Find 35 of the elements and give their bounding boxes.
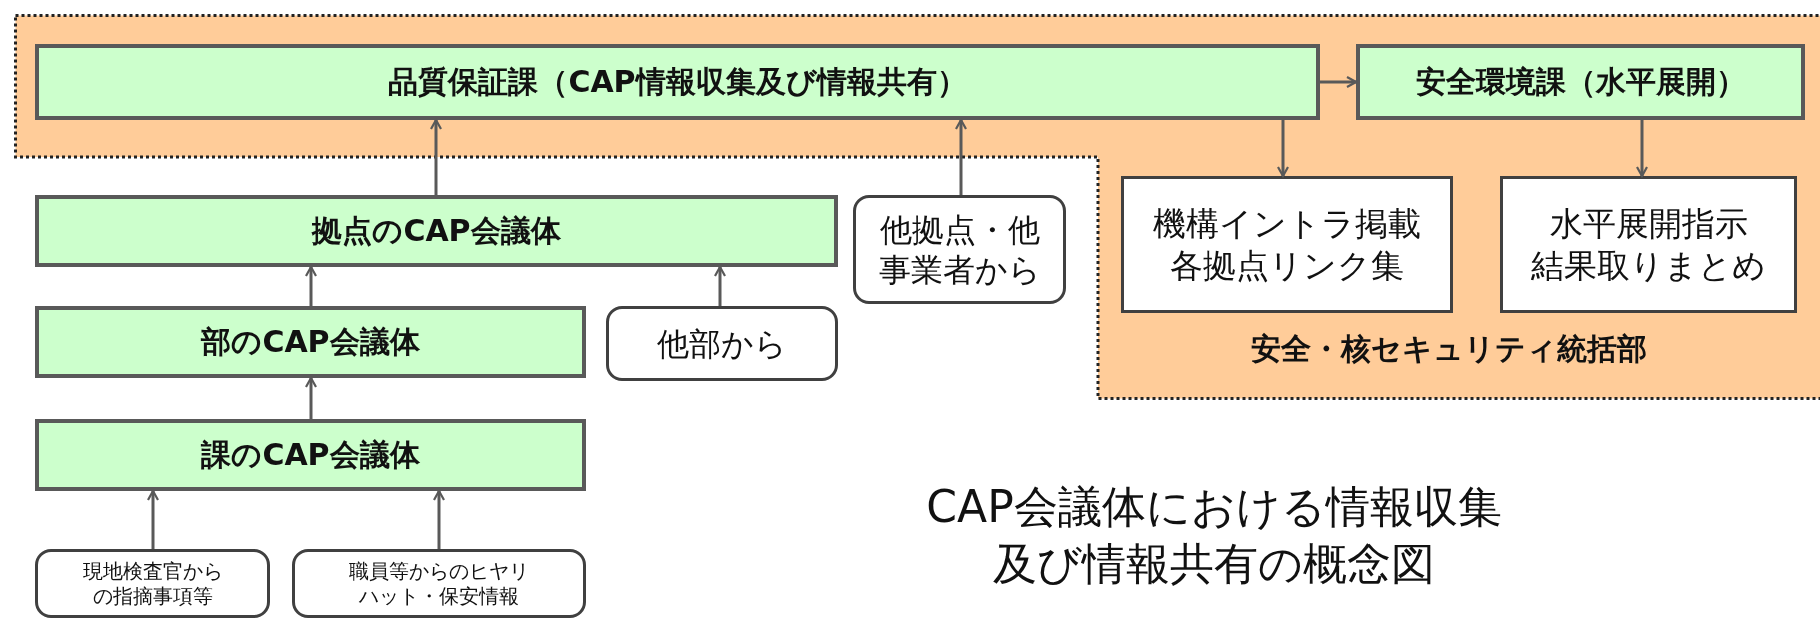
process-box xyxy=(35,44,1320,120)
box-label: 他拠点・他事業者から xyxy=(877,209,1042,290)
box-label: 拠点のCAP会議体 xyxy=(312,212,561,250)
process-box xyxy=(1356,44,1805,120)
box-label: 課のCAP会議体 xyxy=(201,436,420,474)
source-box xyxy=(606,306,838,381)
box-label: 安全環境課（水平展開） xyxy=(1415,63,1746,101)
arrow xyxy=(429,118,443,195)
box-label: 現地検査官からの指摘事項等 xyxy=(81,558,224,609)
arrow xyxy=(432,489,446,549)
box-label: 水平展開指示 xyxy=(1549,203,1748,245)
source-box xyxy=(35,549,270,618)
arrow xyxy=(1320,75,1358,89)
arrow xyxy=(304,376,318,419)
arrow xyxy=(304,265,318,306)
box-label: 品質保証課（CAP情報収集及び情報共有） xyxy=(388,63,967,101)
process-box xyxy=(35,419,586,491)
arrow xyxy=(146,489,160,549)
box-label: 他部から xyxy=(657,323,787,364)
region-label: 安全・核セキュリティ統括部 xyxy=(1250,330,1648,368)
source-box xyxy=(292,549,586,618)
output-box xyxy=(1500,176,1797,313)
diagram-title: CAP会議体における情報収集及び情報共有の概念図 xyxy=(925,480,1503,592)
box-label: 結果取りまとめ xyxy=(1531,244,1766,286)
arrow xyxy=(1635,120,1649,178)
arrow xyxy=(1276,120,1290,178)
output-box xyxy=(1121,176,1453,313)
arrow xyxy=(954,118,968,195)
box-label: 職員等からのヒヤリハット・保安情報 xyxy=(348,558,530,609)
box-label: 部のCAP会議体 xyxy=(201,323,420,361)
source-box xyxy=(853,195,1066,304)
box-label: 機構イントラ掲載各拠点リンク集 xyxy=(1152,203,1422,286)
process-box xyxy=(35,306,586,378)
process-box xyxy=(35,195,838,267)
arrow xyxy=(713,265,727,306)
